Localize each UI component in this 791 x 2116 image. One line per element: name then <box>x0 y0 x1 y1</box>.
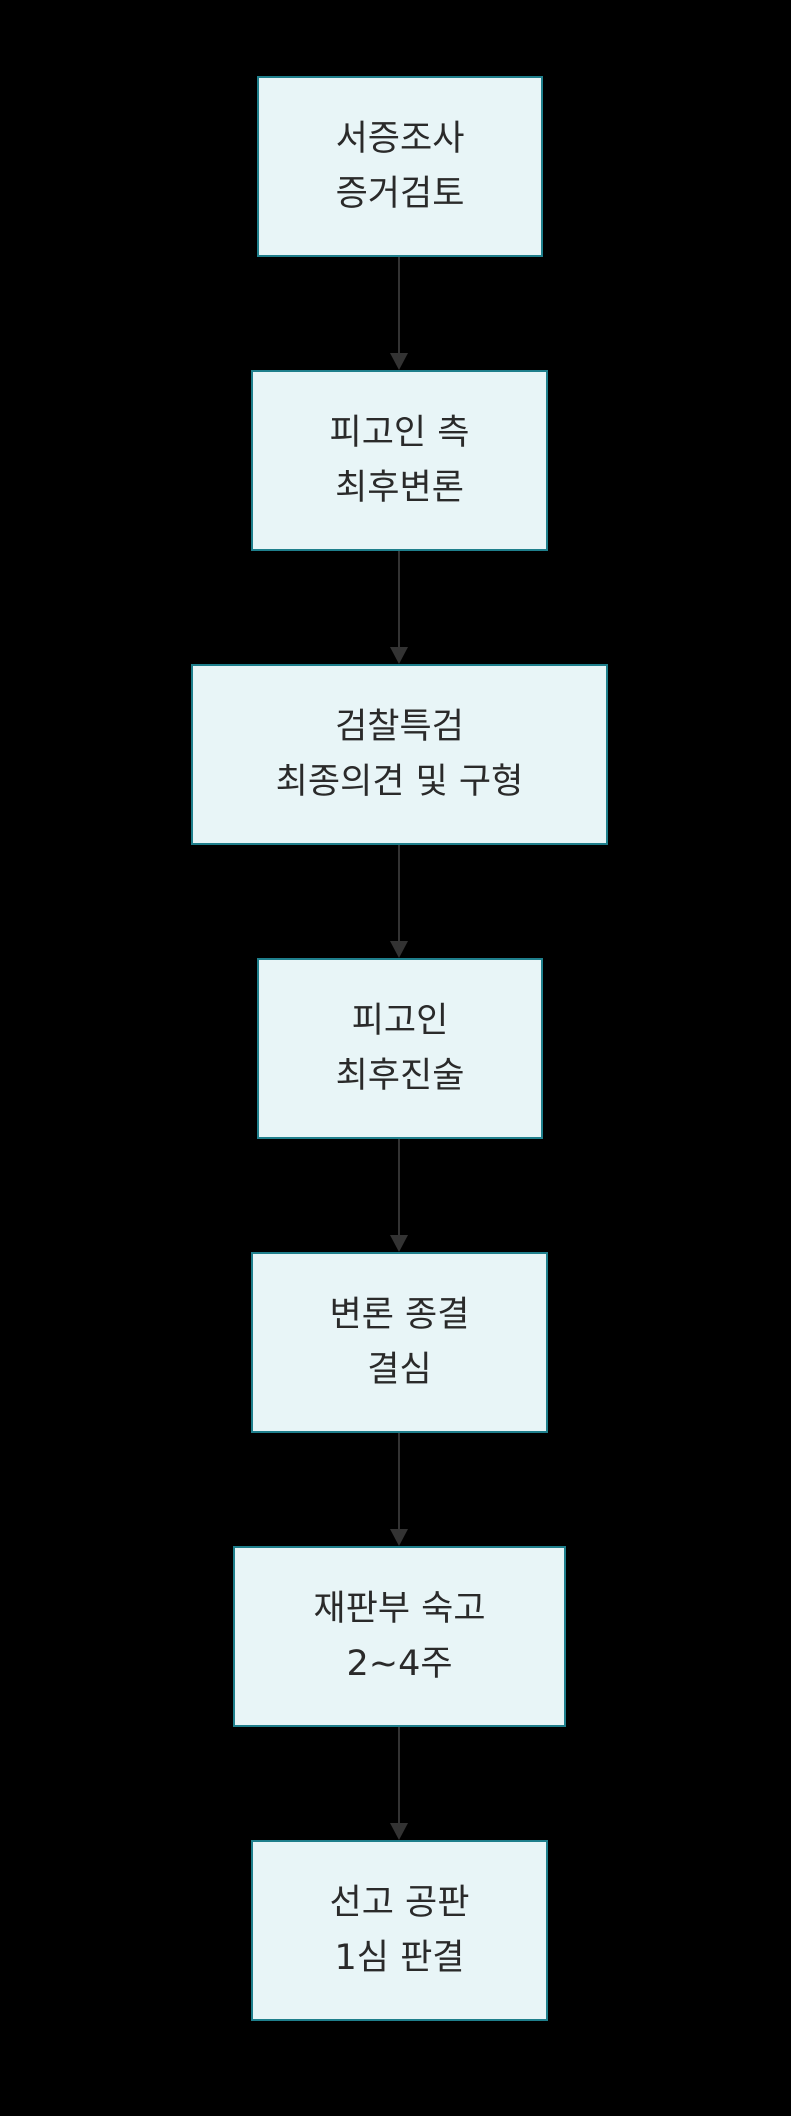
node-defendant-final-statement: 피고인 최후진술 <box>257 958 543 1139</box>
arrowhead-icon <box>390 353 408 370</box>
node-label-line-2: 최종의견 및 구형 <box>275 761 524 802</box>
node-court-deliberation: 재판부 숙고 2~4주 <box>233 1546 566 1727</box>
edge-line <box>398 257 400 353</box>
node-label-line-2: 증거검토 <box>335 173 465 214</box>
edge-line <box>398 551 400 647</box>
arrowhead-icon <box>390 941 408 958</box>
node-label-line-2: 결심 <box>367 1349 432 1390</box>
node-label-line-1: 피고인 측 <box>329 412 470 453</box>
node-evidence-review: 서증조사 증거검토 <box>257 76 543 257</box>
edge-line <box>398 845 400 941</box>
node-defense-closing-argument: 피고인 측 최후변론 <box>251 370 548 551</box>
node-label-line-2: 최후변론 <box>335 467 464 508</box>
arrowhead-icon <box>390 1529 408 1546</box>
node-label-line-1: 서증조사 <box>335 118 465 159</box>
edge-line <box>398 1727 400 1823</box>
node-label-line-1: 변론 종결 <box>329 1294 470 1335</box>
node-prosecution-final-opinion: 검찰특검 최종의견 및 구형 <box>191 664 608 845</box>
edge-line <box>398 1433 400 1529</box>
arrowhead-icon <box>390 647 408 664</box>
edge-line <box>398 1139 400 1235</box>
node-closing-of-arguments: 변론 종결 결심 <box>251 1252 548 1433</box>
node-label-line-1: 검찰특검 <box>335 706 464 747</box>
node-label-line-2: 2~4주 <box>346 1643 453 1684</box>
node-label-line-1: 재판부 숙고 <box>313 1588 486 1629</box>
node-label-line-1: 선고 공판 <box>329 1882 470 1923</box>
node-label-line-1: 피고인 <box>351 1000 449 1041</box>
node-label-line-2: 1심 판결 <box>334 1937 465 1978</box>
arrowhead-icon <box>390 1823 408 1840</box>
node-sentencing-hearing: 선고 공판 1심 판결 <box>251 1840 548 2021</box>
arrowhead-icon <box>390 1235 408 1252</box>
node-label-line-2: 최후진술 <box>335 1055 465 1096</box>
